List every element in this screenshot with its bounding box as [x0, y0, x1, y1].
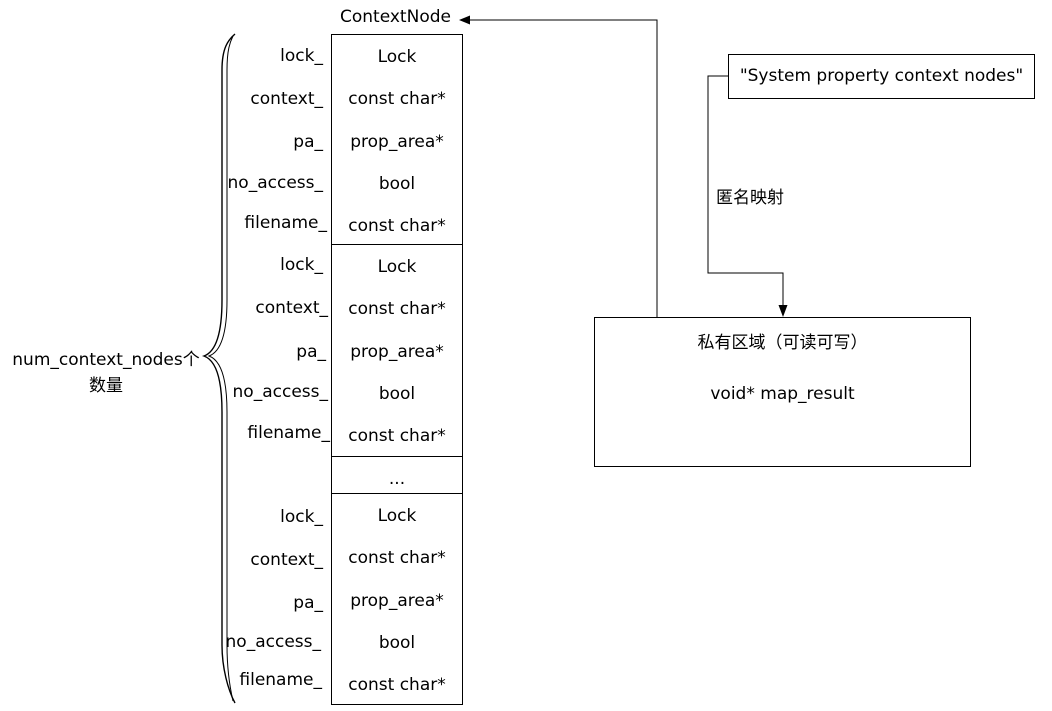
type-cell: Lock — [377, 47, 417, 67]
anon-mapping-connector — [707, 75, 784, 305]
field-label: pa_ — [296, 342, 326, 362]
type-cell: bool — [378, 633, 416, 653]
field-label: pa_ — [293, 593, 323, 613]
curly-brace-inner — [207, 35, 234, 702]
type-cell: const char* — [348, 426, 446, 446]
field-label: context_ — [250, 550, 323, 570]
field-label: no_access_ — [227, 173, 323, 193]
type-cell: prop_area* — [350, 342, 444, 362]
context-node-2: Lock const char* prop_area* bool const c… — [331, 244, 463, 457]
arrowhead-left — [459, 15, 470, 25]
field-label: filename_ — [244, 213, 327, 233]
field-label: no_access_ — [232, 382, 328, 402]
type-cell: prop_area* — [350, 132, 444, 152]
type-cell: Lock — [377, 257, 417, 277]
context-node-1: Lock const char* prop_area* bool const c… — [331, 34, 463, 245]
field-label: no_access_ — [225, 632, 321, 652]
private-region-box: 私有区域（可读可写） void* map_result — [594, 317, 971, 467]
map-result-label: void* map_result — [710, 384, 855, 404]
type-cell: const char* — [348, 89, 446, 109]
private-region-title: 私有区域（可读可写） — [697, 333, 868, 353]
type-cell: const char* — [348, 548, 446, 568]
curly-brace — [201, 33, 236, 704]
node-count-label-line1: num_context_nodes个 — [12, 350, 200, 370]
node-count-label-line2: 数量 — [89, 376, 123, 396]
mapped-region-name-box: "System property context nodes" — [728, 54, 1035, 99]
field-label: lock_ — [280, 46, 323, 66]
field-label: context_ — [250, 89, 323, 109]
map-result-to-context-node-connector — [470, 19, 658, 317]
context-node-3: Lock const char* prop_area* bool const c… — [331, 493, 463, 705]
type-cell: const char* — [348, 299, 446, 319]
ellipsis: ... — [388, 469, 406, 489]
struct-title: ContextNode — [340, 7, 451, 27]
type-cell: bool — [378, 384, 416, 404]
anon-mapping-label: 匿名映射 — [716, 188, 784, 208]
field-label: lock_ — [280, 255, 323, 275]
field-label: context_ — [255, 298, 328, 318]
arrowhead-down — [778, 305, 788, 317]
field-label: pa_ — [293, 132, 323, 152]
type-cell: bool — [378, 174, 416, 194]
type-cell: prop_area* — [350, 591, 444, 611]
node-count-label: num_context_nodes个 数量 — [6, 347, 206, 399]
field-label: filename_ — [239, 670, 322, 690]
field-label: lock_ — [280, 507, 323, 527]
type-cell: Lock — [377, 506, 417, 526]
type-cell: const char* — [348, 675, 446, 695]
type-cell: const char* — [348, 216, 446, 236]
field-label: filename_ — [247, 423, 330, 443]
